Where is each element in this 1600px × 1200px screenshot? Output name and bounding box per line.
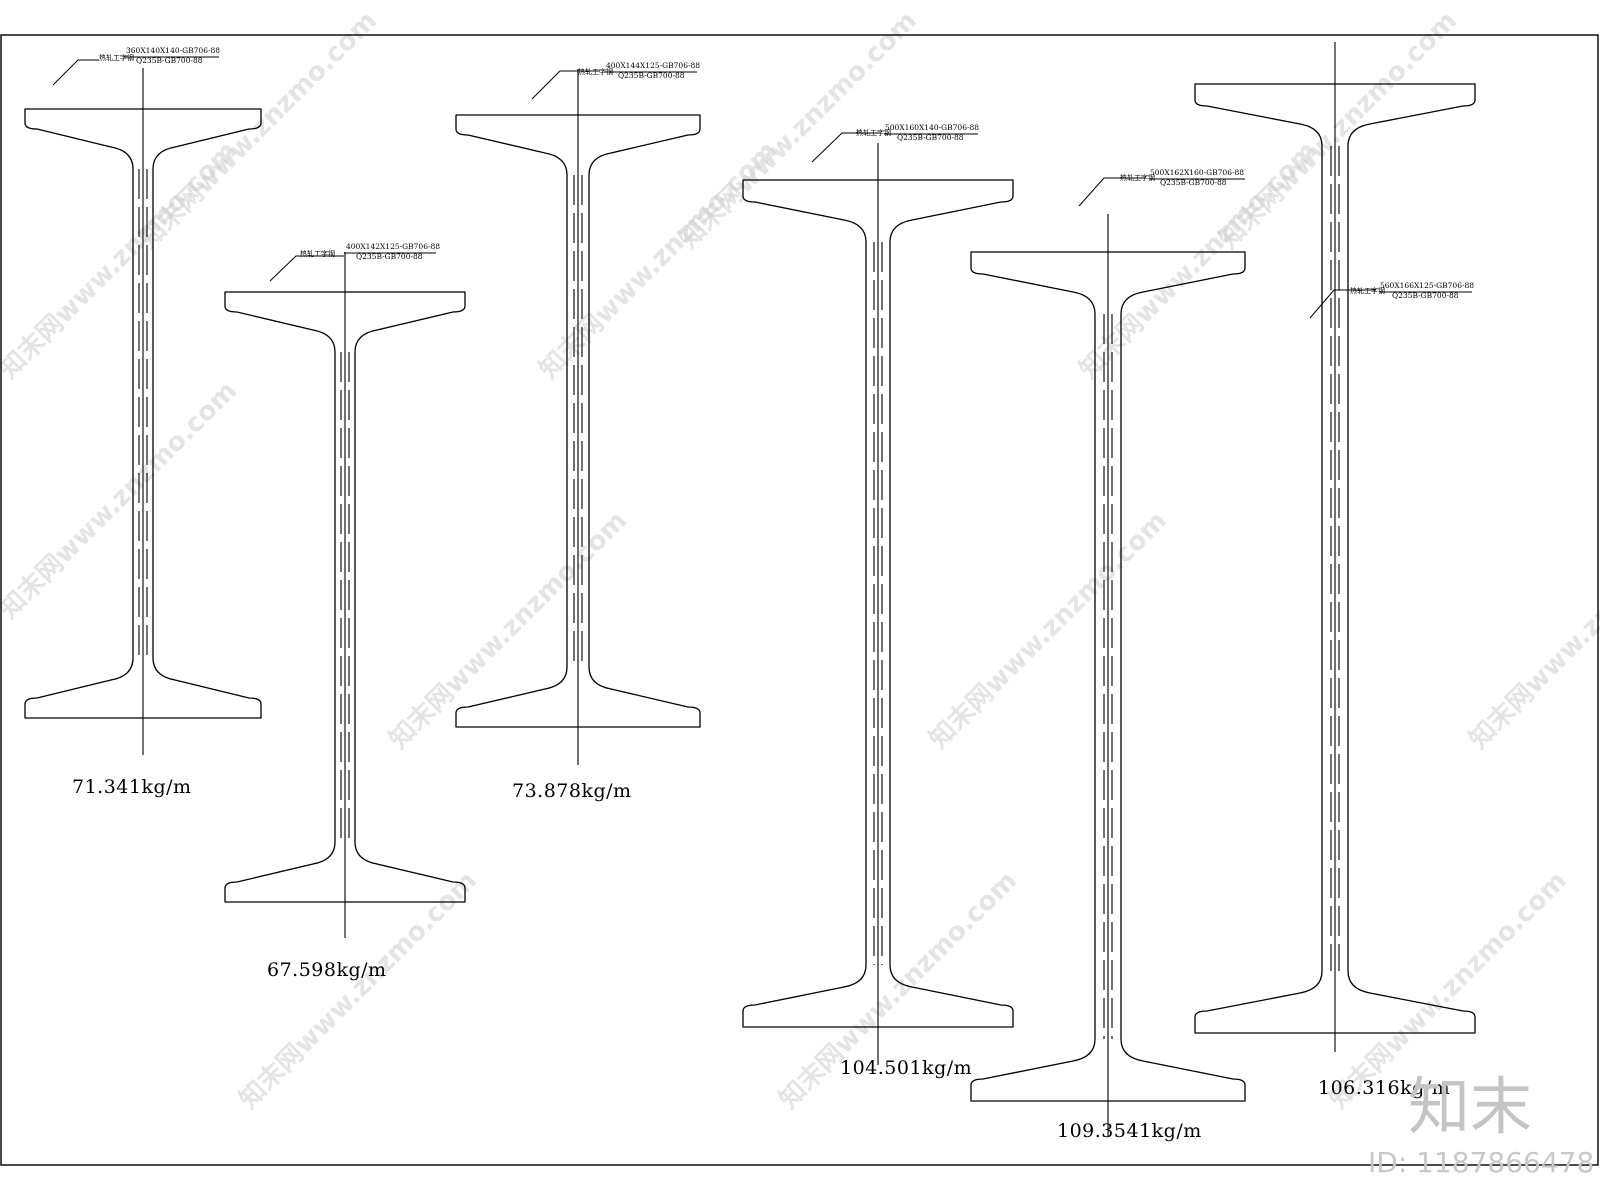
beam6-spec: 560X166X125-GB706-88 [1380,281,1474,290]
beam3-tag: 热轧工字钢 [578,67,613,76]
beam6-labels: 热轧工字钢 560X166X125-GB706-88 Q235B-GB700-8… [1318,281,1474,1099]
beam-layer [24,42,1476,1137]
beam2-section [224,252,466,938]
beam5-spec: 500X162X160-GB706-88 [1150,168,1244,177]
beam6-material: Q235B-GB700-88 [1392,291,1459,300]
beam3-section [455,69,701,765]
beam6-outline [1194,83,1476,1034]
beam2-weight: 67.598kg/m [267,959,387,981]
watermark-layer: 知末网www.znzmo.com 知末网www.znzmo.com 知末网www.z… [0,6,1600,1115]
beam5-outline [970,251,1246,1102]
beam2-spec: 400X142X125-GB706-88 [346,242,440,251]
beam4-leader-line [811,132,880,163]
beam1-leader-line [52,59,99,86]
watermark-text: 知末网www.znzmo.com [0,376,243,625]
beam5-tag: 热轧工字钢 [1120,173,1155,182]
brand-logo: 知末 [1408,1070,1532,1143]
watermark-text: 知末网www.znzmo.com [924,506,1173,755]
beam1-material: Q235B-GB700-88 [136,56,203,65]
beam4-material: Q235B-GB700-88 [897,133,964,142]
beam1-weight: 71.341kg/m [72,776,192,798]
beam1-tag: 热轧工字钢 [99,53,134,62]
beam1-spec: 360X140X140-GB706-88 [126,46,220,55]
beam6-weight: 106.316kg/m [1318,1077,1450,1099]
beam3-outline [455,114,701,728]
beam1-section [24,56,262,755]
beam6-leader-line [1309,289,1376,319]
watermark-text: 知末网www.znzmo.com [1464,506,1600,755]
beam5-leader-line [1078,177,1146,207]
beam5-weight: 109.3541kg/m [1057,1120,1202,1142]
beam4-outline [742,179,1014,1028]
beam6-tag: 热轧工字钢 [1350,286,1385,295]
beam2-tag: 热轧工字钢 [300,249,335,258]
beam5-section [970,177,1246,1137]
beam2-outline [224,291,466,903]
beam4-spec: 500X160X140-GB706-88 [885,123,979,132]
beam5-labels: 热轧工字钢 500X162X160-GB706-88 Q235B-GB700-8… [1057,168,1244,1142]
beam3-material: Q235B-GB700-88 [618,71,685,80]
image-id: ID: 1187866478 [1368,1146,1594,1179]
beam3-spec: 400X144X125-GB706-88 [606,61,700,70]
watermark-text: 知末网www.znzmo.com [1214,6,1463,255]
beam6-section [1194,42,1476,1052]
drawing-frame [0,34,1599,1166]
beam1-outline [24,108,262,719]
beam4-section [742,132,1014,1065]
watermark-text: 知末网www.znzmo.com [384,506,633,755]
watermark-text: 知末网www.znzmo.com [134,6,383,255]
beam4-weight: 104.501kg/m [840,1057,972,1079]
beam1-labels: 热轧工字钢 360X140X140-GB706-88 Q235B-GB700-8… [72,46,220,798]
beam3-weight: 73.878kg/m [512,780,632,802]
watermark-text: 知末网www.znzmo.com [234,866,483,1115]
beam2-material: Q235B-GB700-88 [356,252,423,261]
beam3-leader-line [531,70,600,100]
beam5-material: Q235B-GB700-88 [1160,178,1227,187]
beam3-labels: 热轧工字钢 400X144X125-GB706-88 Q235B-GB700-8… [512,61,700,802]
beam4-tag: 热轧工字钢 [856,128,891,137]
beam2-labels: 热轧工字钢 400X142X125-GB706-88 Q235B-GB700-8… [267,242,440,981]
beam2-leader-line [269,255,344,282]
beam4-labels: 热轧工字钢 500X160X140-GB706-88 Q235B-GB700-8… [840,123,979,1079]
